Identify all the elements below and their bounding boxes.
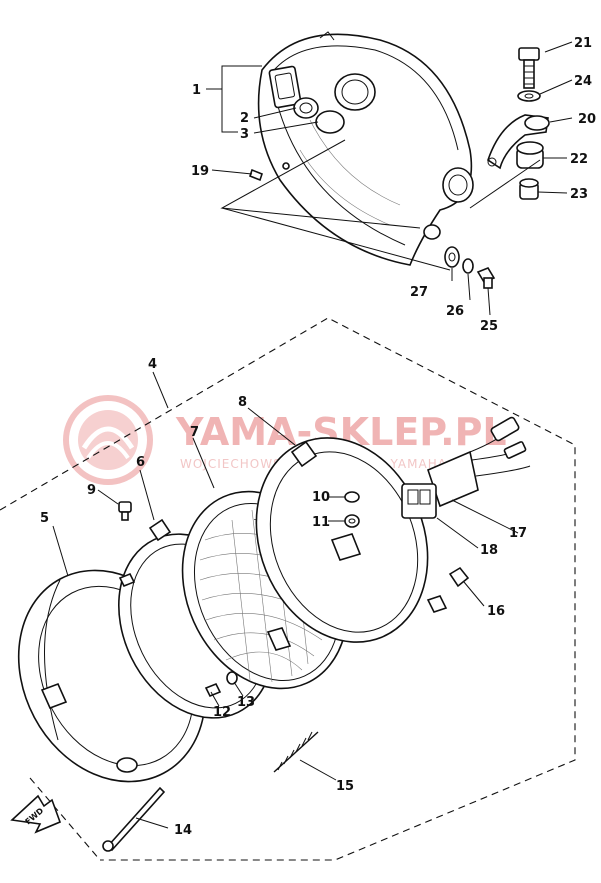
- callout-16: 16: [487, 604, 505, 619]
- callout-6: 6: [136, 455, 145, 470]
- callout-4: 4: [148, 357, 157, 372]
- callout-17: 17: [509, 526, 527, 541]
- callout-19: 19: [191, 164, 209, 179]
- callout-12: 12: [213, 705, 231, 720]
- wiring-socket-17: [427, 416, 531, 508]
- callout-23: 23: [570, 187, 588, 202]
- callout-13: 13: [237, 695, 255, 710]
- reflector-8: [255, 437, 448, 643]
- callout-5: 5: [40, 511, 49, 526]
- headlight-housing: [257, 31, 474, 266]
- nut-11: [344, 514, 360, 528]
- callouts: 1 2 3 4 5 6 7 8 9 10 11 12 13 14 15 16 1…: [40, 36, 596, 838]
- damper-22: [516, 141, 544, 169]
- callout-25: 25: [480, 319, 498, 334]
- assembly-box: [0, 317, 576, 861]
- fwd-arrow: FWD: [10, 794, 62, 834]
- screw-14: [102, 786, 166, 852]
- callout-26: 26: [446, 304, 464, 319]
- callout-9: 9: [87, 483, 96, 498]
- callout-20: 20: [578, 112, 596, 127]
- washer-24: [517, 90, 541, 102]
- connector-18: [401, 483, 437, 519]
- grommet-3: [315, 110, 345, 134]
- callout-15: 15: [336, 779, 354, 794]
- callout-10: 10: [312, 490, 330, 505]
- callout-8: 8: [238, 395, 247, 410]
- callout-27: 27: [410, 285, 428, 300]
- callout-11: 11: [312, 515, 330, 530]
- callout-21: 21: [574, 36, 592, 51]
- leader-lines: [52, 41, 573, 829]
- callout-24: 24: [574, 74, 592, 89]
- spring-15: [273, 731, 319, 773]
- bolt-21: [518, 47, 540, 89]
- bolt-25: [476, 267, 496, 289]
- callout-2: 2: [240, 111, 249, 126]
- bracket-20: [487, 114, 550, 170]
- callout-1: 1: [192, 83, 201, 98]
- screw-12: [204, 682, 222, 698]
- callout-18: 18: [480, 543, 498, 558]
- washer-26: [462, 258, 474, 274]
- callout-22: 22: [570, 152, 588, 167]
- nut-10: [344, 491, 360, 503]
- callout-7: 7: [190, 425, 199, 440]
- screw-19: [249, 162, 290, 182]
- screw-9: [118, 501, 132, 521]
- grommet-2: [293, 97, 319, 119]
- callout-14: 14: [174, 823, 192, 838]
- washer-27: [444, 246, 460, 268]
- nut-13: [226, 671, 238, 685]
- collar-23: [519, 178, 539, 200]
- callout-3: 3: [240, 127, 249, 142]
- clip-16: [448, 566, 470, 588]
